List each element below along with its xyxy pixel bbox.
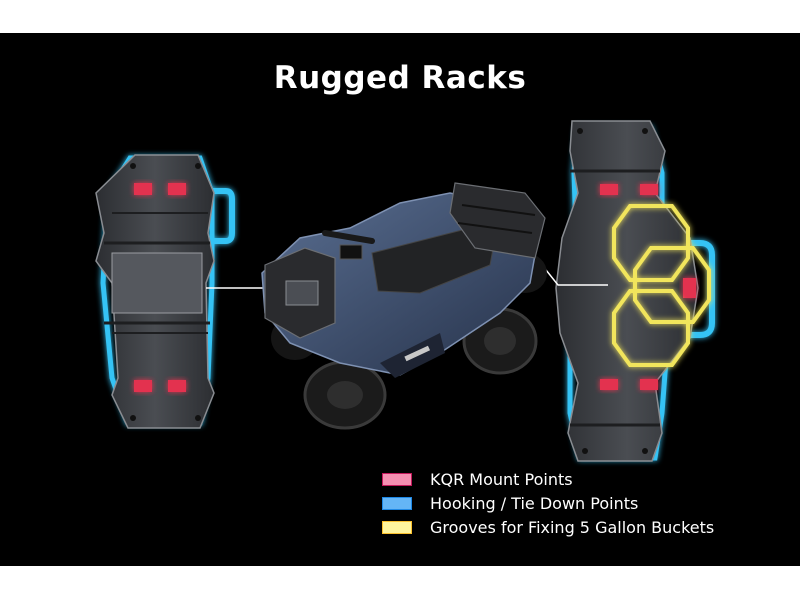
rear-tie-down-handle bbox=[680, 240, 715, 338]
rear-rack-icon bbox=[555, 120, 715, 462]
bucket-groove bbox=[612, 204, 690, 282]
rack-diagram bbox=[95, 120, 715, 462]
legend-swatch bbox=[382, 520, 412, 534]
legend-item: Hooking / Tie Down Points bbox=[382, 491, 714, 515]
rear-kqr-point bbox=[640, 184, 658, 195]
rear-kqr-point bbox=[640, 379, 658, 390]
legend-label: Grooves for Fixing 5 Gallon Buckets bbox=[430, 517, 715, 537]
legend-label: KQR Mount Points bbox=[430, 469, 573, 489]
front-kqr-point bbox=[168, 183, 186, 195]
diagram-title: Rugged Racks bbox=[273, 60, 527, 96]
front-kqr-point bbox=[168, 380, 186, 392]
legend-item: Grooves for Fixing 5 Gallon Buckets bbox=[382, 515, 714, 539]
front-rack-icon bbox=[95, 154, 235, 429]
rear-kqr-point bbox=[600, 184, 618, 195]
front-tie-down-handle bbox=[205, 188, 235, 244]
diagram-canvas: Rugged Racks bbox=[0, 33, 800, 566]
legend-label: Hooking / Tie Down Points bbox=[430, 493, 639, 513]
bucket-groove bbox=[612, 289, 690, 367]
atv-icon bbox=[261, 182, 547, 430]
front-kqr-point bbox=[134, 380, 152, 392]
legend-swatch bbox=[382, 472, 412, 486]
front-rack-plate bbox=[111, 252, 203, 314]
bucket-groove bbox=[633, 246, 711, 324]
rear-kqr-point bbox=[600, 379, 618, 390]
rear-kqr-point bbox=[683, 278, 696, 298]
front-kqr-point bbox=[134, 183, 152, 195]
legend-swatch bbox=[382, 496, 412, 510]
legend-item: KQR Mount Points bbox=[382, 467, 714, 491]
